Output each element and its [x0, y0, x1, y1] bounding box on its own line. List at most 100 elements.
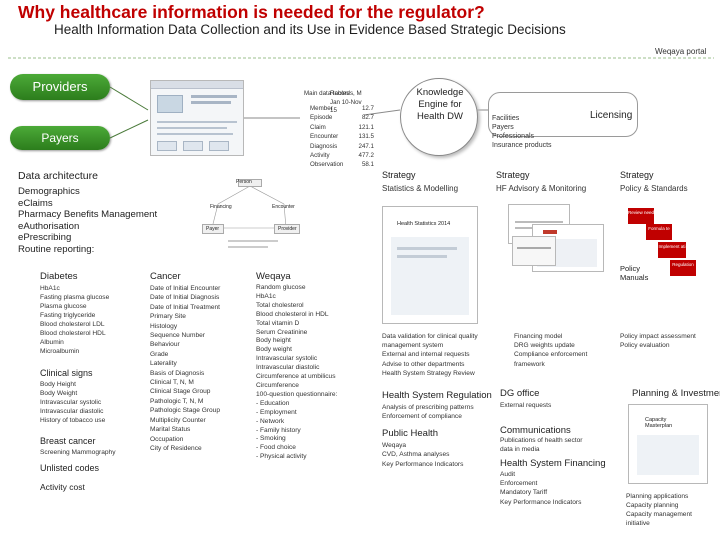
list-item: Policy impact assessment [620, 332, 696, 341]
table-row: Encounter131.5 [310, 132, 374, 141]
diabetes-title: Diabetes [40, 271, 78, 282]
list-item: Audit [500, 470, 581, 479]
health-stats-title: Health Statistics 2014 [397, 221, 450, 227]
hf-thumb-3 [512, 236, 556, 266]
list-item: Pathologic T, N, M [150, 397, 220, 406]
breast-cancer-list: Screening Mammography [40, 448, 116, 457]
list-item: Body Weight [40, 389, 105, 398]
list-item: Blood cholesterol HDL [40, 329, 109, 338]
architecture-list: DemographicseClaimsPharmacy Benefits Man… [18, 186, 157, 256]
list-item: External requests [500, 401, 551, 410]
list-item: Payers [492, 123, 552, 132]
list-item: CVD, Asthma analyses [382, 450, 463, 459]
table-cell-value: 12.7 [362, 104, 374, 113]
strategy-policy-sub: Policy & Standards [620, 184, 688, 193]
list-item: eClaims [18, 198, 157, 210]
list-item: Enforcement [500, 479, 581, 488]
table-cell-name: Activity [310, 151, 330, 160]
list-item: Serum Creatinine [256, 329, 337, 338]
licensing-label: Licensing [590, 110, 632, 121]
list-item: Financing model [514, 332, 587, 341]
list-item: Date of Initial Encounter [150, 284, 220, 293]
strategy-stats-sub: Statistics & Modelling [382, 184, 458, 193]
weqaya-title: Weqaya [256, 271, 291, 282]
communications-title: Communications [500, 425, 571, 436]
list-item: management system [382, 341, 478, 350]
list-item: Blood cholesterol LDL [40, 320, 109, 329]
list-item: Data validation for clinical quality [382, 332, 478, 341]
strategy-stats-heading: Strategy [382, 170, 416, 180]
table-cell-name: Claim [310, 123, 326, 132]
table-cell-value: 121.1 [359, 123, 374, 132]
list-item: HbA1c [256, 293, 337, 302]
diagram-node-payer: Payer [206, 226, 219, 232]
capacity-masterplan-label: Capacity Masterplan [645, 417, 695, 429]
list-item: initiative [626, 519, 692, 528]
table-row: Episode 82.7 [310, 113, 374, 122]
list-item: Demographics [18, 186, 157, 198]
clinical-signs-title: Clinical signs [40, 368, 93, 378]
table-cell-name: Observation [310, 160, 343, 169]
table-cell-name: Encounter [310, 132, 338, 141]
regulation-list: Analysis of prescribing patternsEnforcem… [382, 403, 474, 421]
table-cell-name: Diagnosis [310, 142, 337, 151]
list-item: Fasting plasma glucose [40, 293, 109, 302]
list-item: Total cholesterol [256, 302, 337, 311]
list-item: Screening Mammography [40, 448, 116, 457]
list-item: Grade [150, 350, 220, 359]
public-health-title: Public Health [382, 428, 438, 439]
list-item: Date of Initial Treatment [150, 303, 220, 312]
capacity-masterplan-thumb: Capacity Masterplan [628, 404, 708, 484]
list-item: eAuthorisation [18, 221, 157, 233]
dg-office-title: DG office [500, 388, 539, 399]
list-item: Albumin [40, 338, 109, 347]
list-item: Enforcement of compliance [382, 412, 474, 421]
list-item: - Employment [256, 409, 337, 418]
list-item: Key Performance Indicators [500, 498, 581, 507]
strategy-hf-heading: Strategy [496, 170, 530, 180]
planning-list: Planning applicationsCapacity planningCa… [626, 492, 692, 528]
list-item: HbA1c [40, 284, 109, 293]
list-item: Pathologic Stage Group [150, 406, 220, 415]
diagram-node-provider: Provider [278, 226, 297, 232]
list-item: Microalbumin [40, 347, 109, 356]
list-item: Body weight [256, 346, 337, 355]
table-row: Activity477.2 [310, 151, 374, 160]
list-item: Key Performance Indicators [382, 460, 463, 469]
list-item: Insurance products [492, 141, 552, 150]
list-item: Weqaya [382, 441, 463, 450]
diagram-node-person: Person [236, 179, 252, 185]
policy-box-review: Review need [628, 208, 654, 224]
list-item: Blood cholesterol in HDL [256, 311, 337, 320]
activity-cost: Activity cost [40, 482, 85, 492]
clinical-signs-list: Body HeightBody WeightIntravascular syst… [40, 380, 105, 425]
diagram-node-financing: Financing [210, 204, 232, 210]
financing-title: Health System Financing [500, 458, 606, 469]
table-cell-name: Episode [310, 113, 332, 122]
list-item: 100-question questionnaire: [256, 391, 337, 400]
list-item: City of Residence [150, 444, 220, 453]
list-item: ePrescribing [18, 232, 157, 244]
list-item: Pharmacy Benefits Management [18, 209, 157, 221]
list-item: Random glucose [256, 284, 337, 293]
list-item: Compliance enforcement [514, 350, 587, 359]
list-item: Basis of Diagnosis [150, 369, 220, 378]
list-item: Plasma glucose [40, 302, 109, 311]
list-item: Circumference at umbilicus [256, 373, 337, 382]
list-item: Clinical T, N, M [150, 378, 220, 387]
list-item: - Smoking [256, 435, 337, 444]
list-item: DRG weights update [514, 341, 587, 350]
strategy-hf-sub: HF Advisory & Monitoring [496, 184, 586, 193]
list-item: Capacity management [626, 510, 692, 519]
table-cell-value: 82.7 [362, 113, 374, 122]
list-item: Facilities [492, 114, 552, 123]
list-item: data in media [500, 445, 582, 454]
list-item: Intravascular systolic [40, 398, 105, 407]
list-item: Clinical Stage Group [150, 387, 220, 396]
list-item: Analysis of prescribing patterns [382, 403, 474, 412]
